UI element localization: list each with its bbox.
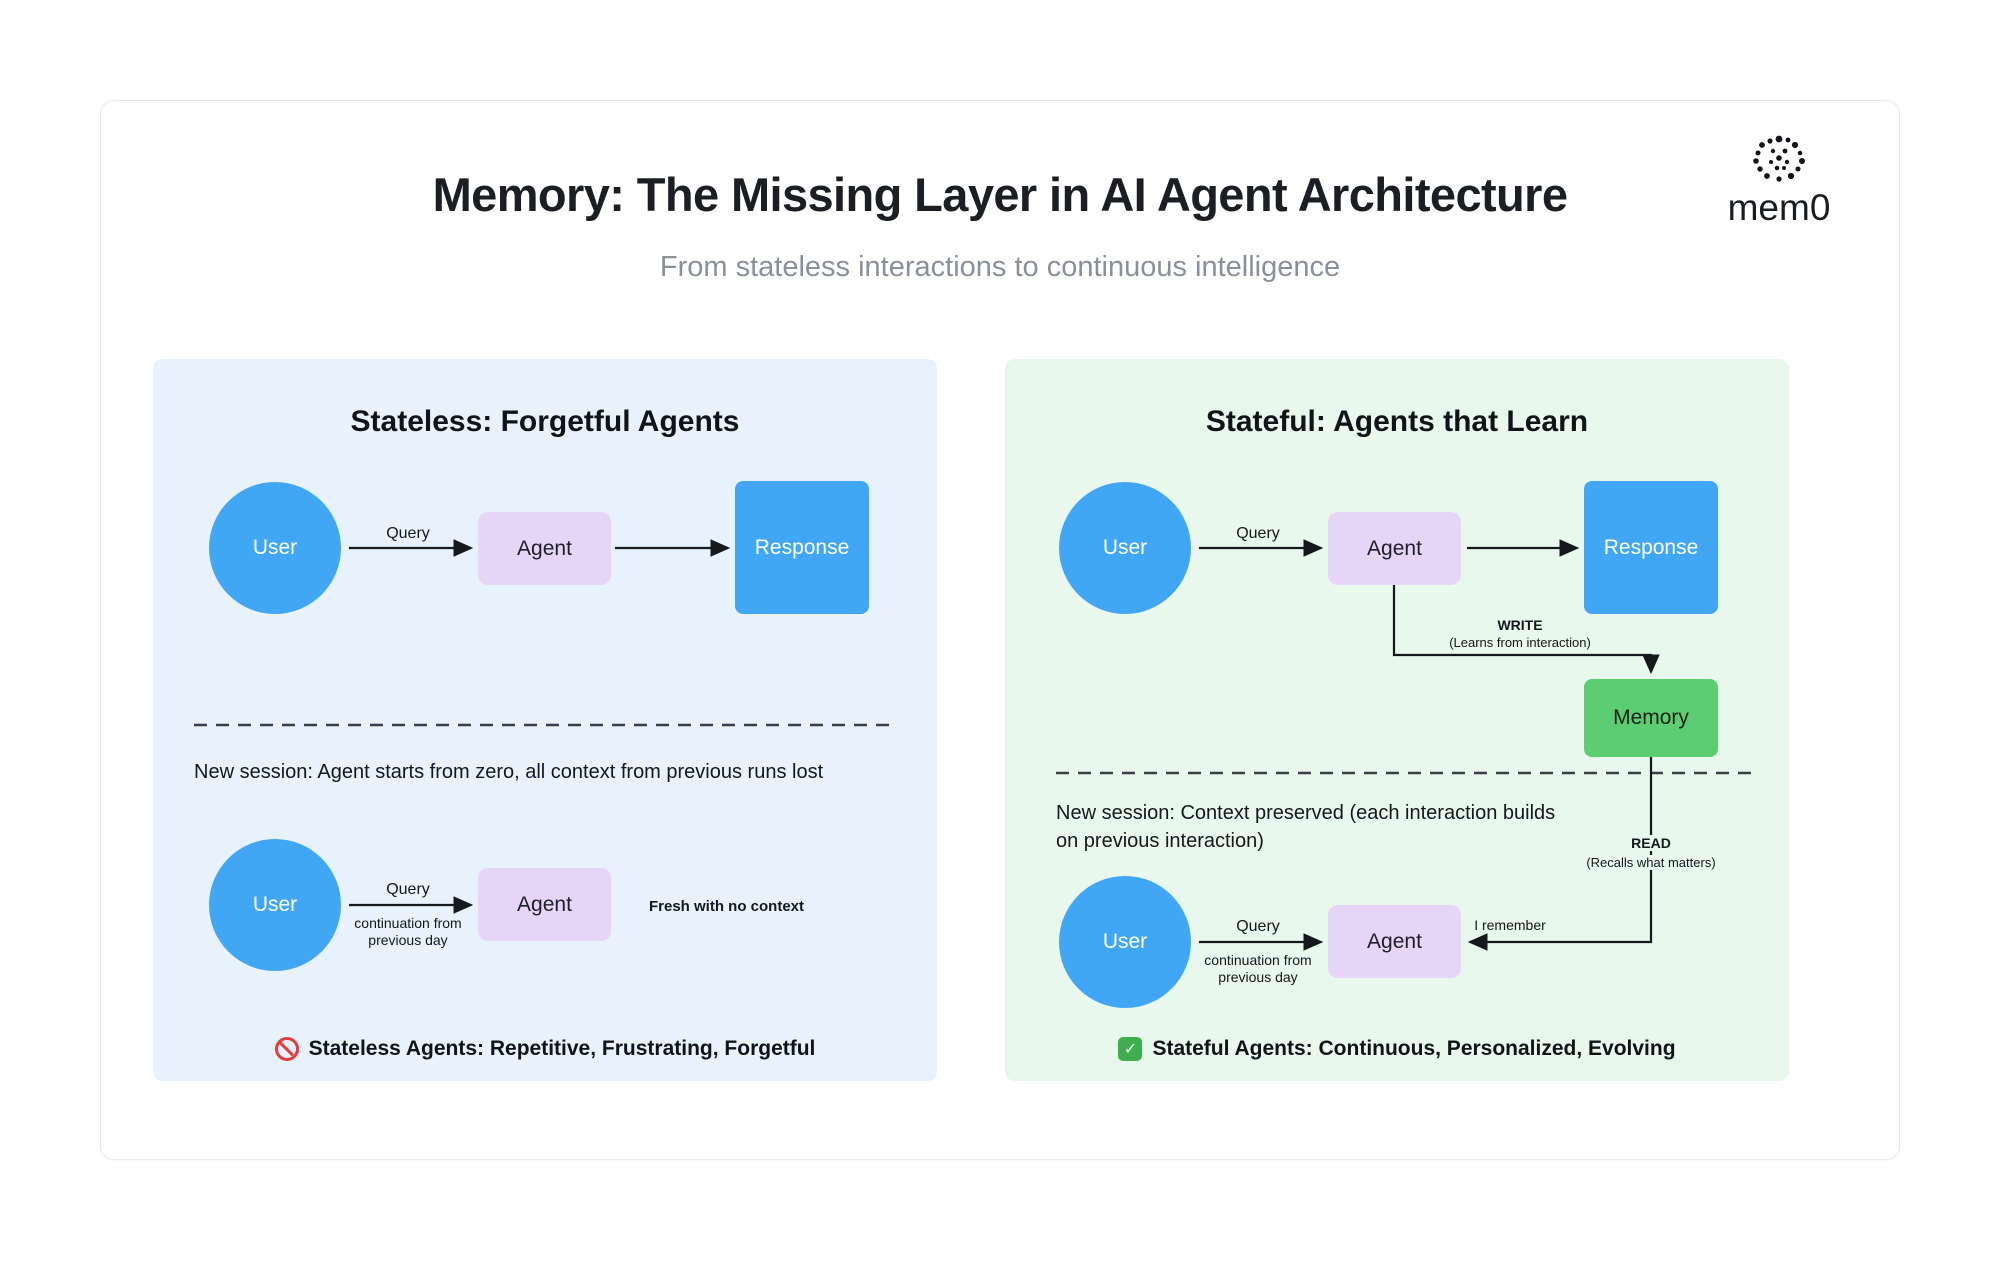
response-node-label: Response (754, 535, 850, 559)
query-label-2: Query (1236, 918, 1280, 935)
stateful-flow-arrows (1056, 539, 1756, 951)
memory-node: Memory (1584, 679, 1718, 757)
stateful-panel: Stateful: Agents that Learn User Query (1005, 359, 1789, 1081)
write-arrow (1392, 585, 1660, 675)
session-note-line-1: New session: Context preserved (each int… (1056, 802, 1556, 824)
query-label: Query (386, 525, 430, 542)
query-label-2: Query (386, 881, 430, 898)
user-node-2-label: User (252, 893, 298, 916)
agent-node-2-label: Agent (1367, 929, 1422, 953)
stateless-panel: Stateless: Forgetful Agents User Query A… (153, 359, 937, 1081)
prohibit-icon (274, 1037, 299, 1061)
stateless-caption-row: Stateless Agents: Repetitive, Frustratin… (153, 1037, 937, 1061)
stateful-panel-title: Stateful: Agents that Learn (1205, 405, 1589, 438)
agent-node-2: Agent (1328, 905, 1461, 978)
read-arrow (1467, 757, 1653, 951)
stateless-panel-title: Stateless: Forgetful Agents (350, 405, 740, 438)
page-title: Memory: The Missing Layer in AI Agent Ar… (432, 168, 1568, 221)
response-node: Response (735, 481, 869, 614)
continuation-label: continuation from previous day (343, 915, 473, 949)
continuation-line-1: continuation from (1204, 952, 1312, 968)
stateless-flow-arrows (194, 539, 895, 914)
memory-node-label: Memory (1613, 706, 1689, 729)
mem0-wordmark: mem0 (1727, 187, 1831, 228)
agent-node-2-label: Agent (517, 892, 572, 916)
user-node-2: User (1059, 876, 1191, 1008)
write-label: WRITE (1497, 617, 1543, 633)
agent-node-label: Agent (1367, 536, 1422, 560)
stateful-caption: Stateful Agents: Continuous, Personalize… (1152, 1037, 1676, 1060)
user-node-2: User (209, 839, 341, 971)
main-card: Memory: The Missing Layer in AI Agent Ar… (100, 100, 1900, 1160)
stateless-caption: Stateless Agents: Repetitive, Frustratin… (308, 1037, 816, 1060)
continuation-line-2: previous day (368, 932, 448, 948)
prohibit-icon-bar (279, 1041, 295, 1057)
session-note: New session: Agent starts from zero, all… (194, 761, 824, 783)
stateful-caption-row: ✓ Stateful Agents: Continuous, Personali… (1005, 1037, 1789, 1061)
query-label: Query (1236, 525, 1280, 542)
user-node-2-label: User (1102, 930, 1148, 953)
session-note: New session: Context preserved (each int… (1056, 799, 1555, 855)
agent-node-label: Agent (517, 536, 572, 560)
user-node-label: User (252, 536, 298, 559)
continuation-line-1: continuation from (354, 915, 462, 931)
continuation-line-2: previous day (1218, 969, 1298, 985)
agent-node: Agent (478, 512, 611, 585)
fresh-context-note: Fresh with no context (649, 898, 805, 915)
mem0-dots-icon (1753, 135, 1805, 182)
read-label: READ (1591, 835, 1711, 851)
response-node-label: Response (1603, 535, 1699, 559)
session-note-line-2: on previous interaction) (1056, 830, 1264, 852)
i-remember-label: I remember (1474, 917, 1546, 933)
mem0-logo: mem0 (1699, 131, 1859, 229)
read-sublabel-text: (Recalls what matters) (1582, 855, 1720, 870)
write-sublabel: (Learns from interaction) (1449, 635, 1591, 650)
continuation-label: continuation from previous day (1193, 952, 1323, 986)
page-subtitle: From stateless interactions to continuou… (659, 251, 1341, 283)
check-icon: ✓ (1118, 1037, 1143, 1061)
agent-node: Agent (1328, 512, 1461, 585)
user-node-label: User (1102, 536, 1148, 559)
read-sublabel: (Recalls what matters) (1571, 855, 1731, 870)
user-node: User (209, 482, 341, 614)
user-node: User (1059, 482, 1191, 614)
response-node: Response (1584, 481, 1718, 614)
agent-node-2: Agent (478, 868, 611, 941)
read-label-text: READ (1627, 835, 1675, 851)
